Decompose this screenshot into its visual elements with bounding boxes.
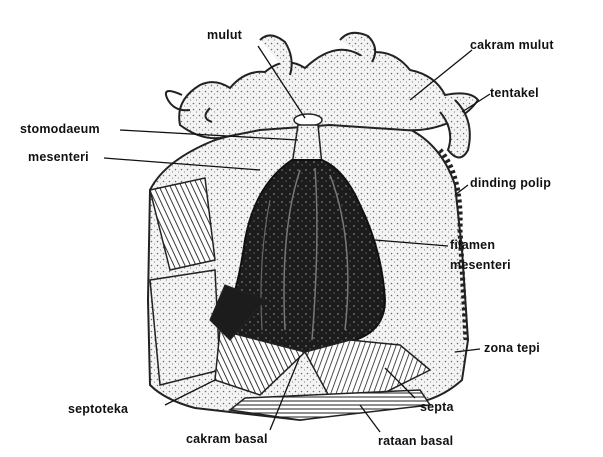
label-filamen-mesenteri: mesenteri <box>450 258 511 272</box>
label-mesenteri: mesenteri <box>28 150 89 164</box>
label-septoteka: septoteka <box>68 402 128 416</box>
label-stomodaeum: stomodaeum <box>20 122 100 136</box>
label-mulut: mulut <box>207 28 242 42</box>
label-cakram-mulut: cakram mulut <box>470 38 554 52</box>
label-filamen: filamen <box>450 238 495 252</box>
label-zona-tepi: zona tepi <box>484 341 540 355</box>
label-cakram-basal: cakram basal <box>186 432 268 446</box>
label-dinding-polip: dinding polip <box>470 176 551 190</box>
label-rataan-basal: rataan basal <box>378 434 453 448</box>
label-tentakel: tentakel <box>490 86 539 100</box>
label-septa: septa <box>420 400 454 414</box>
